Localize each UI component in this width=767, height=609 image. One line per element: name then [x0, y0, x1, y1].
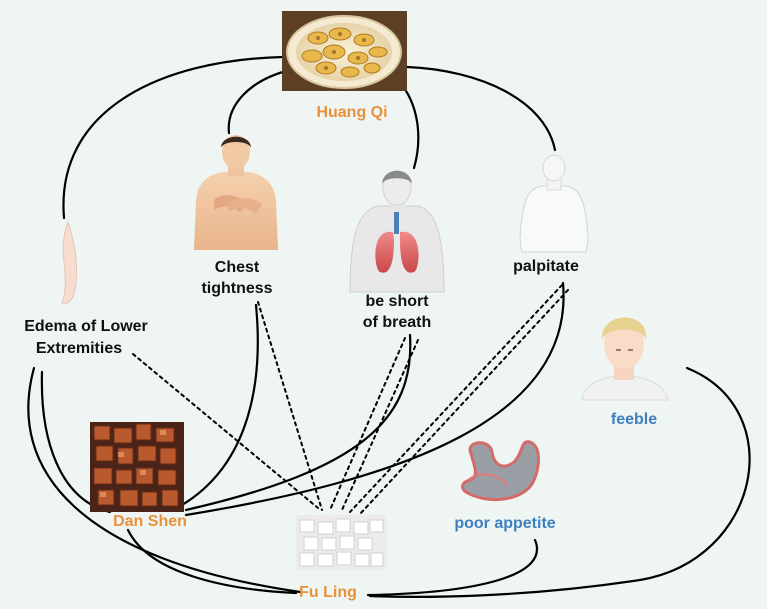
label-fu-ling: Fu Ling — [299, 584, 357, 601]
line-huangqi-breath — [396, 78, 420, 170]
dotted-breath-fuling-b — [341, 339, 419, 511]
label-chest-line2: tightness — [201, 280, 272, 297]
line-palpitate-danshen — [184, 281, 565, 517]
dotted-chest-fuling — [257, 301, 323, 511]
dotted-palpitate-fuling-b — [359, 289, 569, 515]
line-huangqi-chest — [227, 68, 292, 135]
leg-image — [61, 220, 77, 304]
label-feeble: feeble — [611, 411, 657, 428]
stomach-image — [461, 440, 540, 502]
label-edema-line2: Extremities — [36, 340, 122, 357]
label-dan-shen: Dan Shen — [113, 513, 187, 530]
man-outline-image — [519, 154, 589, 253]
white-cubes-image — [296, 515, 386, 570]
solid-connections — [27, 55, 751, 598]
line-breath-danshen — [184, 333, 412, 512]
dotted-edema-fuling — [132, 353, 319, 509]
dotted-breath-fuling-a — [329, 337, 406, 511]
line-appetite-fuling — [366, 538, 538, 597]
dotted-connections — [132, 284, 569, 515]
herb-slices-image — [282, 11, 407, 91]
label-poor-appetite: poor appetite — [454, 515, 555, 532]
labels: Huang Qi Chest tightness be short of bre… — [24, 104, 657, 601]
red-root-cubes-image — [90, 422, 184, 512]
label-breath-line1: be short — [365, 293, 429, 310]
lungs-image — [349, 170, 445, 293]
label-edema-line1: Edema of Lower — [24, 318, 148, 335]
label-huang-qi: Huang Qi — [316, 104, 387, 121]
line-huangqi-edema — [62, 55, 285, 220]
dotted-palpitate-fuling-a — [349, 284, 563, 513]
line-edema-fuling — [27, 366, 302, 594]
line-huangqi-palpitate — [405, 65, 557, 152]
label-breath-line2: of breath — [363, 314, 431, 331]
label-chest-line1: Chest — [215, 259, 260, 276]
man-chest-image — [194, 135, 278, 250]
label-palpitate: palpitate — [513, 258, 579, 275]
elderly-face-image — [581, 317, 669, 401]
line-danshen-fuling — [126, 528, 298, 595]
line-feeble-fuling — [368, 366, 751, 598]
line-chest-danshen — [180, 303, 259, 507]
